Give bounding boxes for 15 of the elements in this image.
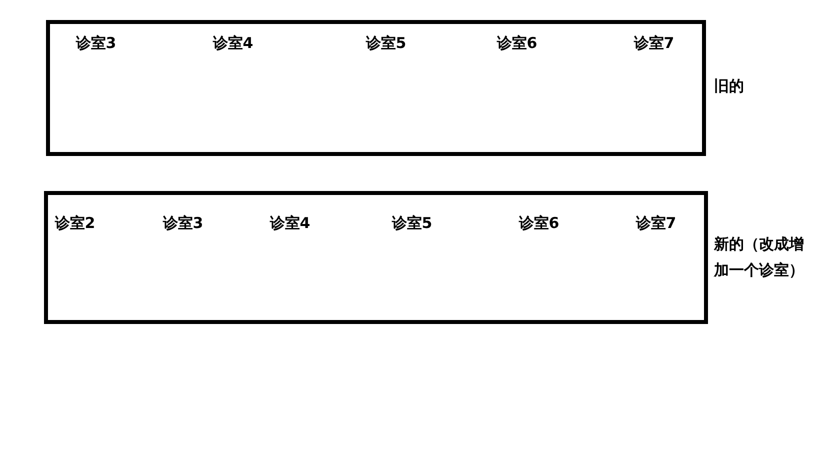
room-label: 诊室5 <box>366 34 406 53</box>
box-caption: 旧的 <box>714 76 745 97</box>
box-caption: 新的（改成增加一个诊室） <box>714 234 805 281</box>
room-label: 诊室5 <box>392 214 432 233</box>
room-label: 诊室6 <box>496 34 538 53</box>
room-box <box>46 20 706 156</box>
room-label: 诊室6 <box>518 214 560 233</box>
room-box <box>44 191 708 324</box>
room-label: 诊室3 <box>76 34 116 53</box>
room-label: 诊室4 <box>270 214 310 233</box>
room-label: 诊室3 <box>162 214 204 233</box>
room-label: 诊室2 <box>54 214 96 233</box>
room-label: 诊室7 <box>634 34 674 53</box>
room-label: 诊室7 <box>636 214 676 233</box>
room-label: 诊室4 <box>212 34 254 53</box>
